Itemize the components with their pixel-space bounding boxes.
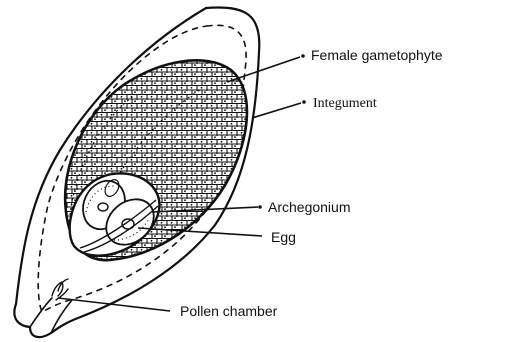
leader-female-gametophyte-dot bbox=[301, 54, 305, 58]
micropyle-canal bbox=[30, 298, 72, 333]
pollen-grains bbox=[52, 279, 68, 300]
label-integument: Integument bbox=[313, 96, 377, 111]
leader-integument-dot bbox=[302, 100, 306, 104]
egg-nucleus-left bbox=[98, 203, 108, 211]
leader-integument bbox=[252, 103, 301, 118]
label-pollen-chamber: Pollen chamber bbox=[180, 303, 278, 319]
label-archegonium: Archegonium bbox=[268, 199, 351, 215]
label-female-gametophyte: Female gametophyte bbox=[311, 47, 443, 63]
leader-pollen-chamber bbox=[58, 298, 170, 311]
label-egg: Egg bbox=[271, 229, 296, 245]
leader-archegonium-dot bbox=[258, 205, 262, 209]
leader-female-gametophyte bbox=[227, 57, 300, 82]
